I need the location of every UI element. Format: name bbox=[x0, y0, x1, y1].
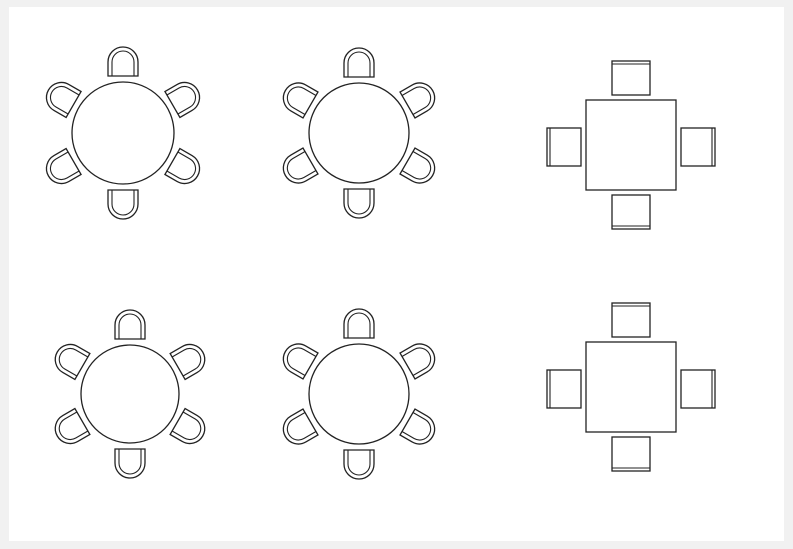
chair bbox=[343, 47, 375, 78]
chair bbox=[282, 147, 319, 184]
table-group bbox=[282, 47, 436, 219]
table-group bbox=[282, 308, 436, 480]
chair bbox=[611, 60, 651, 96]
chair bbox=[169, 407, 206, 445]
chair bbox=[680, 369, 716, 409]
chair bbox=[54, 407, 91, 445]
square-table bbox=[585, 341, 677, 433]
chair bbox=[164, 81, 201, 119]
chair bbox=[107, 189, 139, 220]
chair bbox=[343, 449, 375, 480]
table-group bbox=[546, 302, 716, 472]
chair bbox=[282, 82, 319, 119]
round-table bbox=[308, 343, 410, 445]
chair bbox=[114, 309, 146, 340]
round-table bbox=[71, 81, 175, 185]
chair bbox=[343, 188, 375, 219]
chair bbox=[169, 343, 206, 381]
chair bbox=[45, 147, 82, 185]
square-table bbox=[585, 99, 677, 191]
round-table bbox=[80, 344, 180, 444]
chair bbox=[282, 343, 319, 380]
chair bbox=[45, 81, 82, 119]
chair bbox=[399, 147, 436, 184]
table-group bbox=[546, 60, 716, 230]
chair bbox=[282, 408, 319, 445]
round-table bbox=[308, 82, 410, 184]
chair bbox=[611, 436, 651, 472]
chair bbox=[107, 46, 139, 77]
chair bbox=[611, 302, 651, 338]
chair bbox=[343, 308, 375, 339]
chair bbox=[164, 147, 201, 185]
table-group bbox=[45, 46, 201, 220]
table-group bbox=[54, 309, 206, 479]
chair bbox=[546, 127, 582, 167]
chair bbox=[114, 448, 146, 479]
chair bbox=[546, 369, 582, 409]
chair bbox=[399, 82, 436, 119]
chair bbox=[680, 127, 716, 167]
chair bbox=[399, 408, 436, 445]
chair bbox=[399, 343, 436, 380]
chair bbox=[611, 194, 651, 230]
chair bbox=[54, 343, 91, 381]
